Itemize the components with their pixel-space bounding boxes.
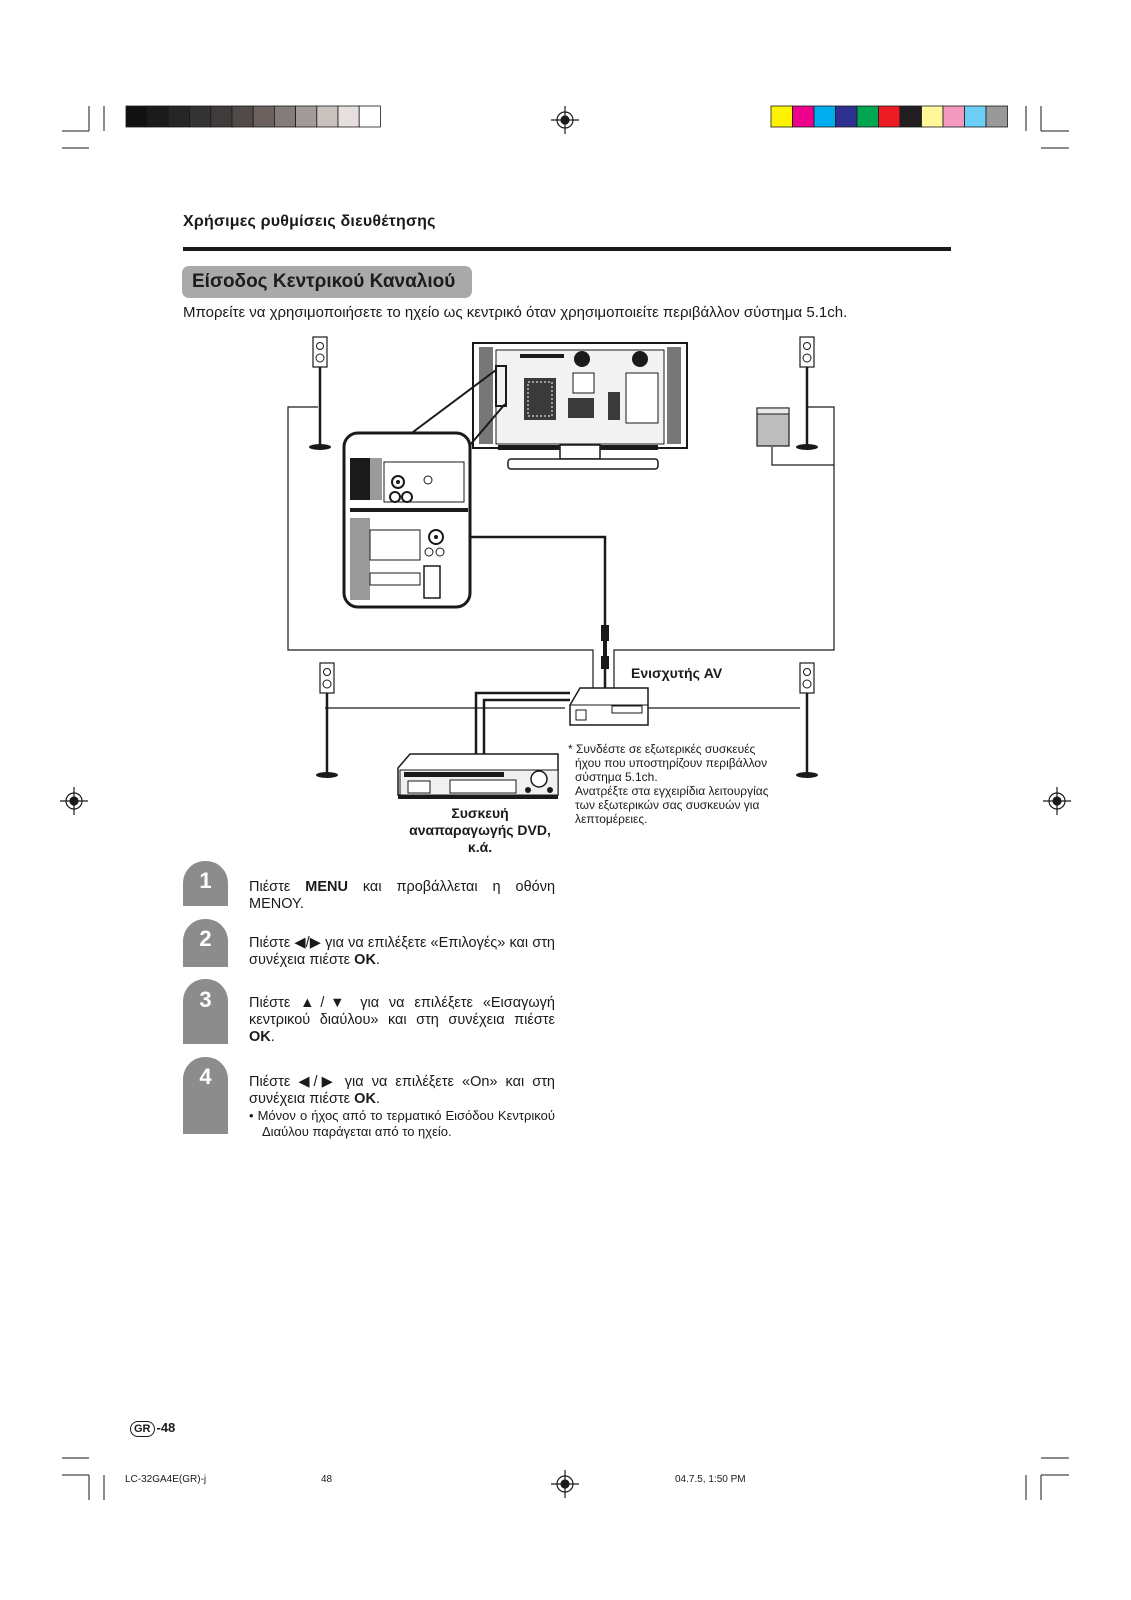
dvd-player-label: Συσκευή αναπαραγωγής DVD, κ.ά.	[380, 805, 580, 856]
section-title: Χρήσιμες ρυθμίσεις διευθέτησης	[183, 213, 436, 230]
page-number: GR-48	[130, 1420, 175, 1437]
zoom-lines	[412, 365, 507, 446]
step-4-bullet: • Μόνον ο ήχος από το τερματικό Εισόδου …	[249, 1108, 555, 1139]
tv-rear-panel	[472, 342, 688, 470]
calibration-swatch	[985, 105, 1008, 128]
color-calibration-bar	[770, 105, 1008, 128]
subwoofer	[756, 407, 790, 447]
amplifier-label: Ενισχυτής AV	[631, 665, 723, 681]
section-rule	[183, 247, 951, 251]
step-1-number: 1	[199, 868, 212, 893]
step-4-text: Πιέστε ◀/▶ για να επιλέξετε «On» και στη…	[249, 1074, 555, 1139]
diagram-note: * Συνδέστε σε εξωτερικές συσκευές ήχου π…	[568, 742, 818, 826]
dvd-player	[397, 753, 559, 799]
step-2-text: Πιέστε ◀/▶ για να επιλέξετε «Επιλογές» κ…	[249, 935, 555, 968]
rca-plug	[601, 625, 609, 669]
speaker-rear-left	[316, 662, 338, 778]
registration-mark-bottom	[551, 1470, 579, 1498]
calibration-swatch	[358, 105, 381, 128]
note-line: ήχου που υποστηρίζουν περιβάλλον	[575, 756, 768, 770]
note-line: Ανατρέξτε στα εγχειρίδια λειτουργίας	[575, 784, 769, 798]
speaker-front-left	[309, 336, 331, 450]
step-4-number: 4	[199, 1064, 212, 1089]
note-line: * Συνδέστε σε εξωτερικές συσκευές	[568, 742, 756, 756]
step-3-text: Πιέστε ▲/▼ για να επιλέξετε «Εισαγωγή κε…	[249, 995, 555, 1045]
dvd-label-line: Συσκευή	[451, 805, 509, 821]
av-amplifier	[569, 687, 649, 726]
note-line: σύστημα 5.1ch.	[575, 770, 658, 784]
registration-mark-right	[1043, 787, 1071, 815]
dvd-label-line: αναπαραγωγής DVD,	[409, 822, 551, 838]
note-line: των εξωτερικών σας συσκευών για	[575, 798, 760, 812]
page-title: Είσοδος Κεντρικού Καναλιού	[192, 271, 456, 292]
footer-date: 04.7.5, 1:50 PM	[675, 1474, 746, 1485]
step-3-number: 3	[199, 987, 212, 1012]
language-badge: GR	[130, 1421, 155, 1437]
step-2-tab	[183, 919, 228, 967]
step-3-tab	[183, 979, 228, 1044]
page-title-box	[182, 266, 472, 298]
dvd-label-line: κ.ά.	[467, 839, 493, 855]
speaker-rear-right	[796, 662, 818, 778]
footer-model: LC-32GA4E(GR)-j	[125, 1474, 207, 1485]
note-line: λεπτομέρειες.	[575, 812, 648, 826]
speaker-wires	[287, 406, 835, 709]
registration-mark-top	[551, 106, 579, 134]
registration-mark-left	[60, 787, 88, 815]
footer-page: 48	[321, 1474, 333, 1485]
step-4-tab	[183, 1057, 228, 1134]
speaker-front-right	[796, 336, 818, 450]
terminal-closeup	[342, 431, 472, 609]
page-number-value: -48	[156, 1420, 176, 1435]
crop-marks	[62, 106, 1069, 1500]
grayscale-calibration-bar	[125, 105, 381, 128]
step-1-text: Πιέστε MENU και προβάλλεται η οθόνη ΜΕΝΟ…	[249, 879, 556, 912]
step-1-tab	[183, 861, 228, 906]
step-2-number: 2	[199, 926, 212, 951]
intro-text: Μπορείτε να χρησιμοποιήσετε το ηχείο ως …	[183, 304, 848, 321]
audio-cable	[445, 535, 607, 765]
